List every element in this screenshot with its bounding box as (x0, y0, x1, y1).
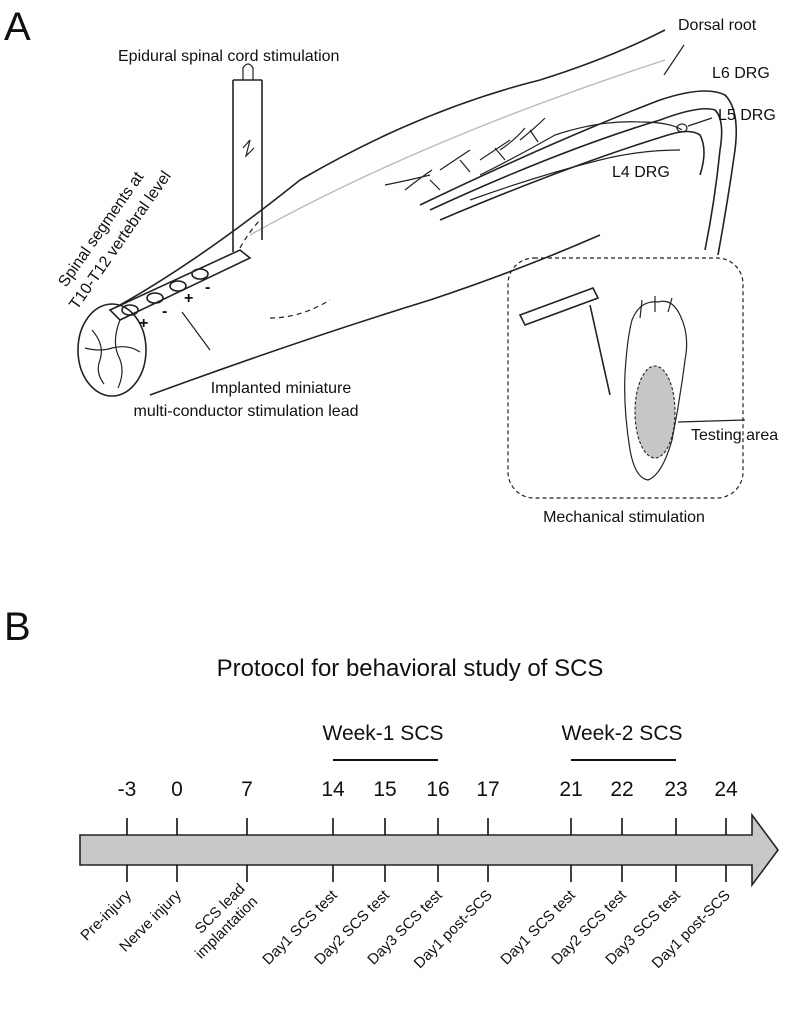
polarity-minus-1: - (162, 303, 167, 320)
timeline-day-label: 14 (321, 778, 345, 801)
label-mechanical-stimulation: Mechanical stimulation (543, 509, 705, 526)
label-testing-area: Testing area (691, 427, 778, 444)
timeline-arrow (79, 812, 779, 888)
timeline-day-label: 22 (610, 778, 633, 801)
l5-drg-ganglion (676, 123, 688, 133)
timeline-day-label: 0 (171, 778, 183, 801)
panel-b-letter: B (4, 605, 31, 649)
timeline-day-label: 21 (559, 778, 582, 801)
timeline-day-label: 17 (476, 778, 499, 801)
timeline-event-label: SCS leadimplantation (179, 880, 261, 962)
week-1-label: Week-1 SCS (323, 722, 444, 745)
timeline-day-label: 24 (714, 778, 738, 801)
polarity-plus-2: + (184, 290, 193, 307)
timeline-day-label: 7 (241, 778, 253, 801)
label-dorsal-root: Dorsal root (678, 17, 757, 34)
week-2-label: Week-2 SCS (562, 722, 683, 745)
timeline-day-label: 16 (426, 778, 449, 801)
timeline-day-label: -3 (118, 778, 137, 801)
mechanical-stimulation-box (507, 257, 746, 499)
label-l5-drg: L5 DRG (718, 107, 776, 124)
label-lead-line-2: multi-conductor stimulation lead (134, 403, 359, 420)
stimulation-lead (108, 63, 263, 351)
protocol-title: Protocol for behavioral study of SCS (217, 655, 604, 682)
label-l6-drg: L6 DRG (712, 65, 770, 82)
dorsal-root-ganglia (384, 44, 738, 256)
panel-a-letter: A (4, 5, 31, 49)
label-lead-line-1: Implanted miniature (211, 380, 352, 397)
timeline-day-label: 15 (373, 778, 396, 801)
timeline-day-label: 23 (664, 778, 687, 801)
polarity-minus-2: - (205, 279, 210, 296)
label-l4-drg: L4 DRG (612, 164, 670, 181)
polarity-plus-1: + (139, 315, 148, 332)
label-epidural: Epidural spinal cord stimulation (118, 48, 339, 65)
spinal-cord-illustration (77, 29, 666, 397)
